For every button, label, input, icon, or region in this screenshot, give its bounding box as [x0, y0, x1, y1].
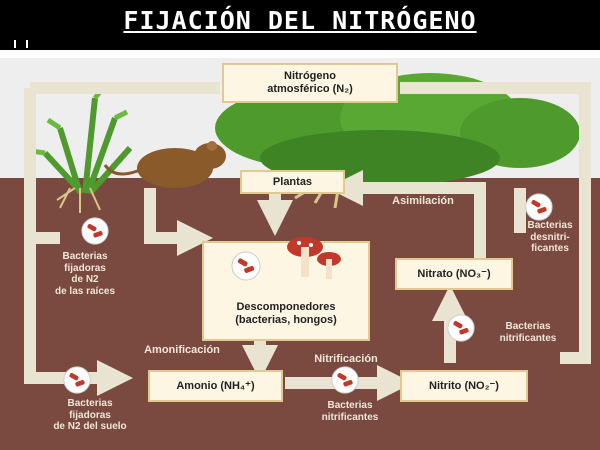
- label-amonificacion: Amonificación: [144, 344, 220, 356]
- node-nitrato: Nitrato (NO₃⁻): [395, 258, 513, 290]
- node-descomponedores: Descomponedores (bacterias, hongos): [202, 241, 370, 341]
- label-bacterias-nitrificantes-right: Bacterias nitrificantes: [499, 321, 557, 344]
- label-bacterias-raices: Bacterias fijadoras de N2 de las raíces: [54, 251, 116, 297]
- label-bacterias-suelo: Bacterias fijadoras de N2 del suelo: [53, 398, 127, 432]
- roots-left: [56, 187, 101, 213]
- label-bacterias-desnitrificantes: Bacterias desnitri- ficantes: [527, 220, 573, 254]
- mushroom-icon: [287, 237, 341, 279]
- title-bar: FIJACIÓN DEL NITRÓGENO: [0, 0, 600, 50]
- label-nitrificacion: Nitrificación: [314, 353, 378, 365]
- rodent-icon: [103, 141, 226, 188]
- node-plantas: Plantas: [240, 170, 345, 194]
- node-amonio: Amonio (NH₄⁺): [148, 370, 283, 402]
- node-nitrito: Nitrito (NO₂⁻): [400, 370, 528, 402]
- bacteria-icon: [331, 366, 359, 394]
- bacteria-icon: [525, 193, 553, 221]
- bacteria-icon: [447, 314, 475, 342]
- nitrogen-cycle-diagram: Nitrógeno atmosférico (N₂) Plantas Desco…: [0, 58, 600, 450]
- label-asimilacion: Asimilación: [392, 195, 454, 207]
- page-title: FIJACIÓN DEL NITRÓGENO: [123, 6, 477, 35]
- node-nitrogeno-atmosferico: Nitrógeno atmosférico (N₂): [222, 63, 398, 103]
- label-bacterias-nitrificantes-bottom: Bacterias nitrificantes: [321, 400, 379, 423]
- bacteria-icon: [231, 251, 261, 281]
- slide-marker-icon: [14, 40, 28, 48]
- bacteria-icon: [81, 217, 109, 245]
- bacteria-icon: [63, 366, 91, 394]
